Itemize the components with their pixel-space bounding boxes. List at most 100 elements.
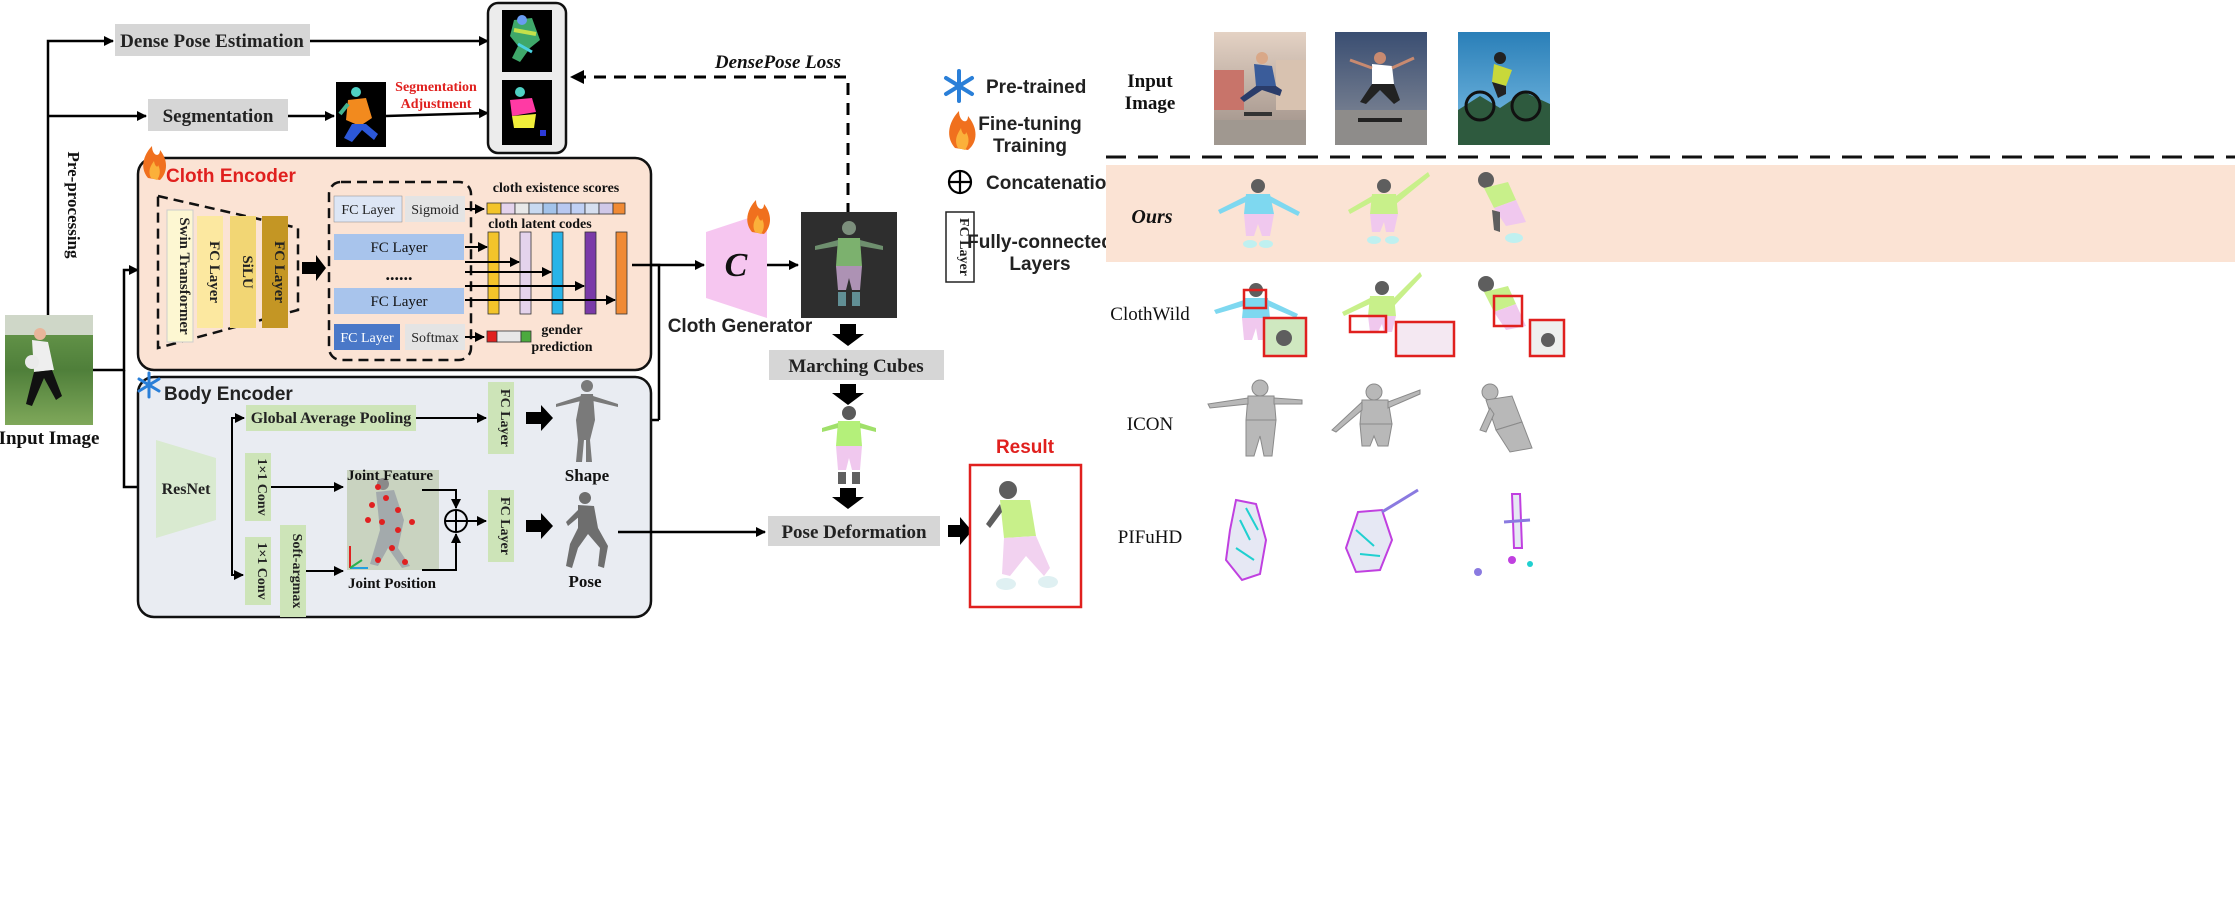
legend-fc-icon-label: FC Layer [956, 218, 971, 276]
silu-block [230, 216, 256, 328]
ours-result-3 [1478, 172, 1526, 243]
gap-block [246, 405, 416, 431]
fc-shape-label: FC Layer [497, 389, 512, 447]
seg-adjust-label-1: Segmentation [395, 80, 477, 95]
softargmax-block [280, 525, 306, 617]
input-image-label: Input Image [0, 428, 99, 449]
gap-label: Global Average Pooling [251, 410, 412, 427]
pifuhd-result-3 [1474, 493, 1533, 576]
fc-head-latent-2 [334, 288, 464, 314]
input-photo-3 [1458, 32, 1550, 145]
resnet-label: ResNet [162, 481, 212, 498]
conv-label-1: 1×1 Conv [254, 458, 269, 515]
result-mesh [986, 481, 1058, 590]
shape-mesh [556, 380, 618, 462]
comparison-grid: Input Image [1106, 32, 2235, 582]
sigmoid-label: Sigmoid [411, 203, 458, 218]
input-photo-2 [1335, 32, 1427, 145]
fc-head-latent-1 [334, 234, 464, 260]
ours-result-2 [1348, 172, 1430, 244]
body-encoder-title: Body Encoder [164, 384, 293, 405]
marching-cubes-box [769, 350, 944, 380]
densepose-loss-label: DensePose Loss [714, 52, 841, 73]
seg-adjust-label-2: Adjustment [401, 97, 472, 112]
fc-layer-1-label: FC Layer [206, 241, 222, 303]
fire-icon [747, 200, 770, 234]
legend-fc-icon [945, 211, 975, 283]
shape-label: Shape [565, 466, 610, 485]
body-encoder: Body Encoder ResNet Global Average Pooli… [136, 371, 766, 619]
fire-icon [949, 111, 976, 150]
result-label: Result [996, 437, 1055, 458]
joint-feature-image [347, 470, 439, 570]
conv-label-2: 1×1 Conv [254, 542, 269, 599]
fc-pose-label: FC Layer [497, 497, 512, 555]
adjusted-mask-image [502, 80, 552, 145]
clothwild-result-3 [1478, 276, 1566, 358]
joint-position-label: Joint Position [348, 576, 437, 592]
ours-result-1 [1218, 179, 1300, 248]
segmentation-mask-image [336, 82, 386, 147]
generator-block [706, 212, 767, 318]
row-label-ours: Ours [1131, 206, 1172, 228]
icon-result-1 [1207, 379, 1303, 457]
tpose-mesh [822, 406, 876, 484]
gender-label-2: prediction [531, 340, 592, 355]
icon-result-2 [1331, 383, 1421, 447]
softmax-block [405, 324, 465, 350]
pre-processing-label: Pre-processing [64, 151, 83, 259]
joint-feature-label: Joint Feature [347, 468, 433, 484]
fc-layer-1-block [197, 216, 223, 328]
cloth-encoder: Cloth Encoder Swin Transformer FC Layer … [136, 146, 653, 372]
fc-head-existence [333, 195, 403, 223]
dense-pose-label: Dense Pose Estimation [120, 31, 304, 52]
snowflake-icon [137, 371, 161, 399]
fc-head-latent-2-label: FC Layer [370, 294, 427, 310]
marching-cubes-label: Marching Cubes [788, 356, 923, 377]
cloth-encoder-title: Cloth Encoder [166, 166, 296, 187]
fc-head-latent-1-label: FC Layer [370, 240, 427, 256]
concatenation-icon [947, 169, 973, 195]
preprocessing-branch: Dense Pose Estimation Segmentation Pre-p… [46, 1, 855, 315]
existence-score-vector [486, 202, 626, 215]
dense-pose-box [115, 24, 310, 56]
legend-fc-2: Layers [1009, 254, 1070, 275]
swin-transformer-block [166, 209, 194, 343]
sigmoid-block [405, 196, 465, 222]
generator-label: Cloth Generator [668, 316, 813, 337]
pose-mesh [566, 492, 608, 568]
clothwild-result-1 [1214, 283, 1308, 358]
resnet-block [156, 440, 216, 538]
concatenation-icon [444, 509, 468, 533]
silu-label: SiLU [239, 255, 255, 289]
densepose-image [502, 10, 552, 72]
fc-shape-block [488, 382, 514, 454]
softargmax-label: Soft-argmax [289, 534, 304, 609]
softmax-label: Softmax [411, 331, 458, 346]
input-photo-1 [1214, 32, 1306, 145]
fc-layer-2-block [262, 216, 288, 328]
swin-transformer-label: Swin Transformer [176, 217, 192, 335]
ours-row-bg [1106, 165, 2235, 262]
fc-head-existence-label: FC Layer [341, 203, 395, 218]
gender-vector [486, 330, 532, 343]
legend-finetune-1: Fine-tuning [978, 114, 1081, 135]
fire-icon [143, 146, 166, 180]
gender-label-1: gender [541, 323, 582, 338]
conv-block-2 [245, 537, 271, 605]
pose-label: Pose [568, 572, 602, 591]
compare-input-label-2: Image [1125, 93, 1176, 114]
clothwild-result-2 [1342, 272, 1456, 358]
pifuhd-result-1 [1224, 498, 1268, 582]
legend-finetune-2: Training [993, 136, 1067, 157]
row-label-pifuhd: PIFuHD [1118, 527, 1182, 548]
segmentation-box [148, 99, 288, 131]
cloth-generator: C Cloth Generator Marching Cubes [668, 200, 1083, 609]
generator-symbol: C [725, 247, 748, 284]
legend: Pre-trained Fine-tuning Training Concate… [944, 69, 1118, 283]
existence-label: cloth existence scores [493, 181, 620, 196]
compare-input-label-1: Input [1127, 71, 1173, 92]
pifuhd-result-2 [1344, 488, 1419, 574]
row-label-icon: ICON [1127, 414, 1174, 435]
